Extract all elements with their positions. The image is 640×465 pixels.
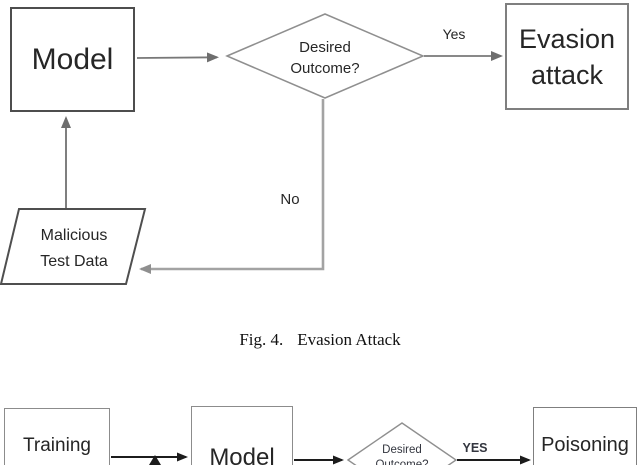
decision-diamond <box>225 13 425 99</box>
figure-caption: Fig. 4. Evasion Attack <box>0 330 640 350</box>
no-edge-label: No <box>280 191 300 208</box>
feedin-up-arrowhead <box>149 455 161 465</box>
training-node: Training <box>4 408 110 465</box>
decision2-label-line1: Desired <box>382 444 422 456</box>
figure-caption-title: Evasion Attack <box>297 330 401 349</box>
model2-node-label: Model <box>209 444 275 465</box>
arrow-model-to-decision <box>136 52 219 63</box>
malicious-data-parallelogram <box>0 208 147 285</box>
yes-edge-label: Yes <box>442 26 466 42</box>
poisoning-node-label: Poisoning <box>541 434 629 456</box>
decision2-label-line2: Outcome? <box>375 459 429 465</box>
training-node-label: Training <box>23 435 91 456</box>
figure-caption-number: Fig. 4. <box>239 330 284 349</box>
evasion-label-line2: attack <box>530 59 604 90</box>
malicious-label-line1: Malicious <box>40 227 108 244</box>
evasion-attack-node: Evasion attack <box>505 3 629 110</box>
decision-node-label: Desired Outcome? <box>250 37 400 79</box>
decision2-node-label: Desired Outcome? <box>352 443 452 465</box>
evasion-label-line1: Evasion <box>518 23 616 54</box>
decision-label-line2: Outcome? <box>290 60 360 77</box>
model-node: Model <box>10 7 135 112</box>
arrow-no-to-malicious <box>139 99 325 274</box>
poisoning-node: Poisoning <box>533 407 637 465</box>
model-node-label: Model <box>31 42 114 76</box>
malicious-label-line2: Test Data <box>40 253 108 270</box>
malicious-test-data-label: Malicious Test Data <box>16 223 132 275</box>
decision2-diamond <box>346 422 458 465</box>
decision-label-line1: Desired <box>299 39 351 56</box>
model2-node: Model <box>191 406 293 465</box>
yes2-edge-label: YES <box>462 441 488 455</box>
